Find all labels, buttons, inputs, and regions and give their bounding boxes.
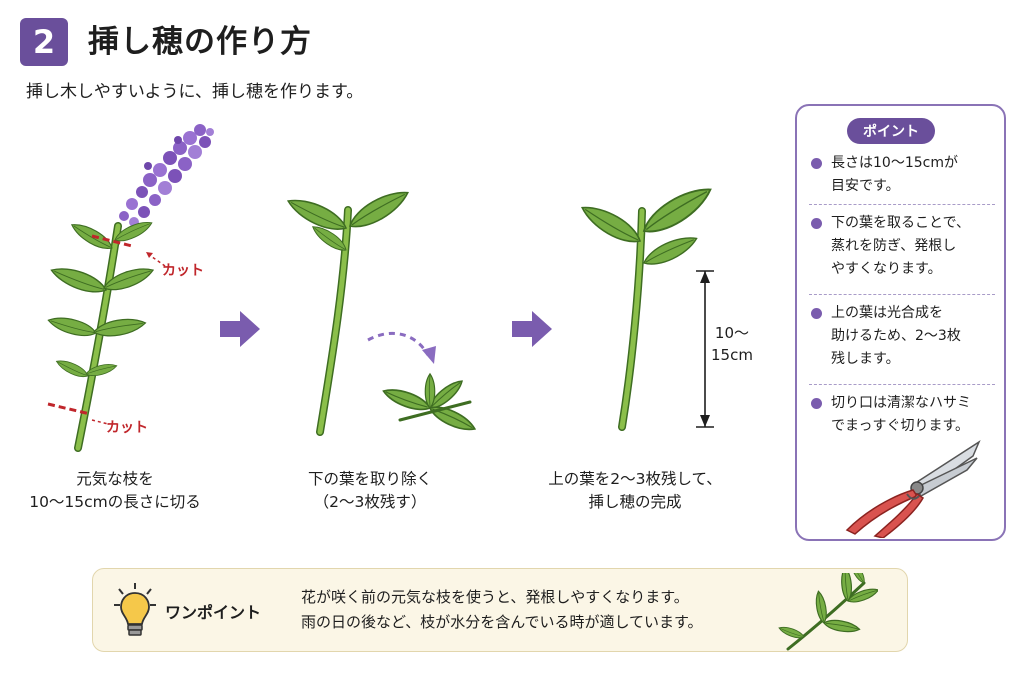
- point-item: 上の葉は光合成を 助けるため、2〜3枚 残します。: [809, 302, 997, 371]
- finished-cutting-illustration: [576, 179, 718, 431]
- bullet-dot: [811, 308, 822, 319]
- page-title: 挿し穂の作り方: [88, 24, 312, 60]
- flowering-branch-illustration: [45, 124, 214, 452]
- length-measure-label: 10〜 15cm: [711, 324, 753, 364]
- page-subtitle: 挿し木しやすいように、挿し穂を作ります。: [26, 82, 364, 102]
- point-badge: ポイント: [847, 118, 935, 144]
- one-point-title: ワンポイント: [165, 603, 262, 622]
- point-item: 下の葉を取ることで、 蒸れを防ぎ、発根し やすくなります。: [809, 212, 997, 281]
- step-number-badge: 2: [20, 18, 68, 66]
- flower-spike: [119, 124, 214, 227]
- point-divider: [809, 384, 995, 385]
- point-item: 切り口は清潔なハサミ でまっすぐ切ります。: [809, 392, 997, 438]
- step-2-caption: 下の葉を取り除く （2〜3枚残す）: [307, 470, 432, 511]
- step-1-caption: 元気な枝を 10〜15cmの長さに切る: [29, 470, 201, 511]
- point-divider: [809, 204, 995, 205]
- step-3-caption: 上の葉を2〜3枚残して、 挿し穂の完成: [548, 470, 722, 511]
- bullet-dot: [811, 158, 822, 169]
- cut-label-top: カット: [162, 263, 204, 279]
- cut-label-bottom: カット: [106, 420, 148, 436]
- point-divider: [809, 294, 995, 295]
- arrow-right-icon: [512, 311, 552, 347]
- point-item: 長さは10〜15cmが 目安です。: [809, 152, 997, 198]
- light-bulb-icon: [114, 583, 156, 636]
- stripped-stem-illustration: [283, 183, 479, 436]
- one-point-tip-box: ワンポイント 花が咲く前の元気な枝を使うと、発根しやすくなります。 雨の日の後な…: [92, 568, 908, 652]
- point-panel: ポイント 長さは10〜15cmが 目安です。 下の葉を取ることで、 蒸れを防ぎ、…: [795, 104, 1006, 541]
- leaf-sprig-icon: [777, 573, 878, 651]
- bullet-dot: [811, 218, 822, 229]
- one-point-text: 花が咲く前の元気な枝を使うと、発根しやすくなります。 雨の日の後など、枝が水分を…: [301, 588, 703, 631]
- arrow-right-icon: [220, 311, 260, 347]
- pruning-shears-icon: [845, 440, 981, 538]
- bullet-dot: [811, 398, 822, 409]
